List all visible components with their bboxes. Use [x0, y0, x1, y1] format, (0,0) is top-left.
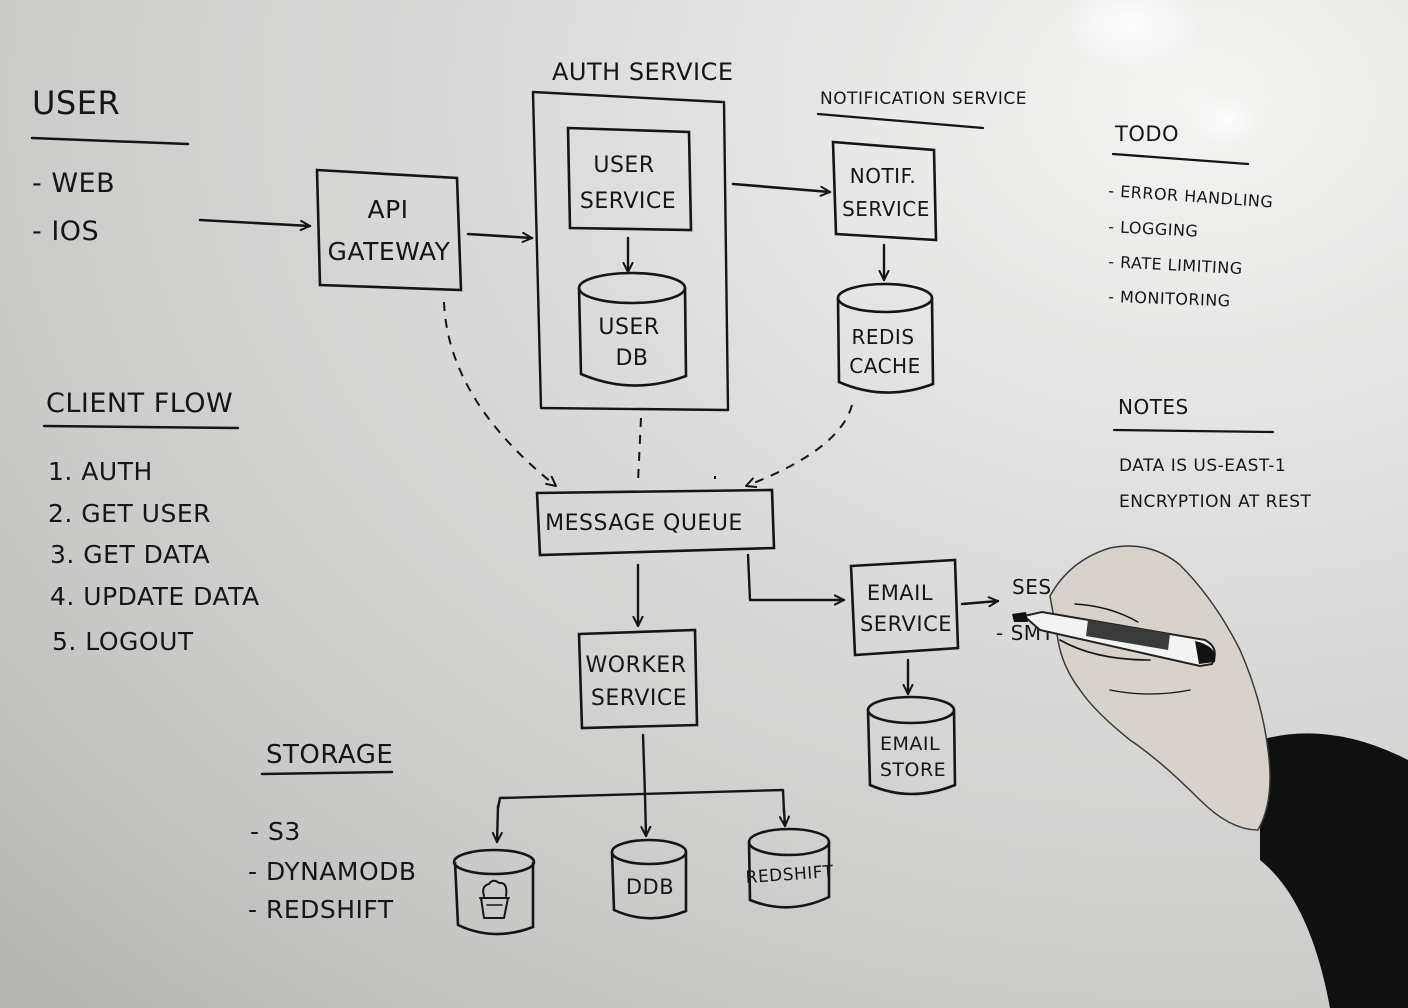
bucket-icon — [479, 879, 510, 919]
todo-item: - MONITORING — [1108, 287, 1231, 310]
api-gateway-label-line1: API — [367, 195, 408, 224]
email-service-label-line2: SERVICE — [860, 612, 952, 636]
notes-item: ENCRYPTION AT REST — [1119, 492, 1312, 512]
notes-underline — [1112, 428, 1275, 434]
email-service-label-line1: EMAIL — [867, 581, 933, 605]
email-service-box — [849, 558, 960, 657]
notif-service-box — [831, 140, 938, 242]
worker-service-label-line2: SERVICE — [591, 686, 687, 711]
client-flow-step: 4. UPDATE DATA — [50, 582, 260, 611]
notification-service-group: NOTIFICATION SERVICE NOTIF. SERVICE REDI… — [816, 89, 1027, 394]
worker-service-node: WORKER SERVICE — [577, 628, 699, 730]
redshift-label: REDSHIFT — [745, 862, 834, 888]
auth-service-title: AUTH SERVICE — [552, 58, 734, 86]
notes-title: NOTES — [1118, 395, 1189, 419]
todo-item: - LOGGING — [1108, 217, 1199, 241]
user-item-web: - WEB — [32, 168, 115, 199]
dashed-line-auth-to-queue — [637, 417, 642, 483]
notes-item: DATA IS US-EAST-1 — [1119, 456, 1286, 476]
email-store-label-line2: STORE — [880, 759, 946, 781]
message-queue-node: MESSAGE QUEUE — [535, 488, 776, 557]
message-queue-label: MESSAGE QUEUE — [545, 511, 743, 536]
api-gateway-label-line2: GATEWAY — [328, 237, 451, 266]
todo-section: TODO - ERROR HANDLING - LOGGING - RATE L… — [1108, 122, 1274, 310]
arrow-to-ddb — [645, 793, 646, 838]
storage-item: - REDSHIFT — [248, 895, 394, 924]
light-glare — [1060, 0, 1200, 70]
dashed-arrow-gateway-to-queue — [443, 301, 556, 486]
message-queue-box — [535, 488, 776, 557]
client-flow-step: 3. GET DATA — [50, 540, 210, 569]
s3-cylinder — [452, 848, 536, 936]
user-db-label-line2: DB — [615, 346, 648, 371]
arrow-to-s3 — [497, 804, 498, 844]
email-target-ses: SES — [1012, 575, 1052, 599]
worker-service-label-line1: WORKER — [586, 653, 687, 678]
worker-service-box — [577, 628, 699, 730]
user-db-label-line1: USER — [598, 315, 659, 340]
user-item-ios: - IOS — [32, 216, 99, 247]
client-flow-step: 5. LOGOUT — [52, 627, 194, 656]
storage-underline — [260, 770, 394, 776]
todo-title: TODO — [1114, 122, 1179, 146]
client-flow-underline — [42, 424, 240, 430]
todo-underline — [1111, 152, 1250, 166]
client-flow-section: CLIENT FLOW 1. AUTH 2. GET USER 3. GET D… — [42, 388, 260, 656]
client-flow-title: CLIENT FLOW — [46, 388, 233, 419]
user-service-label-line2: SERVICE — [580, 189, 676, 214]
arrow-to-redshift — [784, 808, 785, 828]
arrow-queue-to-email — [746, 553, 846, 600]
storage-section: STORAGE - S3 - DYNAMODB - REDSHIFT — [248, 740, 417, 924]
ddb-cylinder — [610, 838, 688, 920]
user-db-cylinder — [577, 271, 688, 387]
api-gateway-box — [315, 168, 463, 292]
arrow-email-to-ses — [960, 601, 1000, 604]
user-title: USER — [32, 84, 120, 122]
email-service-node: EMAIL SERVICE — [849, 558, 960, 657]
light-glare-small — [1190, 95, 1260, 145]
api-gateway-node: API GATEWAY — [315, 168, 463, 292]
todo-item: - RATE LIMITING — [1108, 252, 1243, 278]
auth-service-underline — [531, 90, 724, 104]
auth-service-container — [531, 90, 730, 412]
todo-item: - ERROR HANDLING — [1108, 181, 1274, 211]
storage-item: - S3 — [250, 817, 301, 846]
ddb-label: DDB — [626, 875, 674, 899]
notes-section: NOTES DATA IS US-EAST-1 ENCRYPTION AT RE… — [1112, 395, 1312, 512]
storage-title: STORAGE — [266, 740, 393, 770]
user-service-box — [566, 126, 693, 232]
dashed-arrow-redis-to-queue — [746, 404, 853, 486]
arrow-user-to-gateway — [198, 218, 312, 226]
storage-item: - DYNAMODB — [248, 857, 417, 886]
auth-service-group: AUTH SERVICE USER SERVICE USER DB — [531, 58, 734, 412]
redis-cache-label-line2: CACHE — [849, 354, 920, 378]
hand-with-marker — [1012, 545, 1408, 1008]
user-service-label-line1: USER — [593, 153, 654, 178]
redis-cache-label-line1: REDIS — [851, 325, 914, 349]
redshift-cylinder — [747, 827, 831, 909]
redis-cache-cylinder — [836, 282, 935, 394]
notification-service-title: NOTIFICATION SERVICE — [820, 89, 1027, 109]
email-store-label-line1: EMAIL — [880, 733, 940, 755]
client-flow-step: 1. AUTH — [48, 457, 153, 486]
user-title-underline — [30, 136, 190, 146]
arrow-gateway-to-auth — [466, 234, 534, 238]
arrow-auth-to-notif — [731, 182, 832, 192]
notification-service-underline — [816, 112, 985, 130]
notif-service-label-line1: NOTIF. — [850, 164, 916, 188]
client-flow-step: 2. GET USER — [48, 499, 211, 528]
email-store-cylinder — [866, 695, 957, 796]
notif-service-label-line2: SERVICE — [842, 197, 930, 221]
line-worker-down — [641, 733, 647, 797]
user-section: USER - WEB - IOS — [30, 84, 190, 247]
line-storage-branch — [496, 788, 786, 814]
